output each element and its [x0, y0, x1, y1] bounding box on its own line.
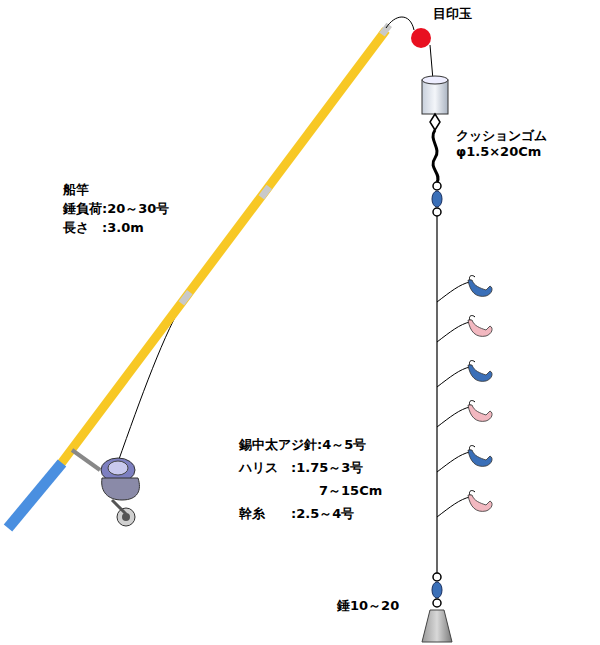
snap-swivel [432, 191, 442, 207]
rig-label: 目印玉 [432, 6, 473, 22]
rig-label: 錫中太アジ針:4～5号 [238, 437, 367, 453]
main-line [436, 216, 437, 573]
rod-guide [179, 290, 193, 305]
marker-ball [411, 28, 431, 48]
rig-label: 7～15Cm [318, 483, 383, 499]
rig-label: ハリス :1.75～3号 [238, 460, 364, 476]
rig-label: 長さ :3.0m [62, 220, 145, 236]
cushion-rubber [433, 130, 438, 182]
rod-grip [8, 463, 62, 528]
rod-guide [259, 185, 272, 200]
rig-label: 錘負荷:20～30号 [62, 201, 170, 217]
rig-label: 幹糸 :2.5～4号 [238, 506, 355, 522]
branch-hooks [437, 276, 492, 517]
swivel [430, 114, 440, 130]
rig-label: 錘10～20 [336, 598, 400, 614]
fishing-line [118, 30, 386, 462]
sinker [422, 610, 452, 642]
rig-label: クッションゴム φ1.5×20Cm [455, 128, 573, 161]
spinning-reel [72, 450, 139, 526]
rig-label: 船竿 [62, 182, 90, 198]
snap-swivel [432, 582, 442, 598]
cylinder-float [422, 76, 448, 114]
rod-blank [60, 30, 386, 465]
rod-guide [379, 23, 392, 37]
